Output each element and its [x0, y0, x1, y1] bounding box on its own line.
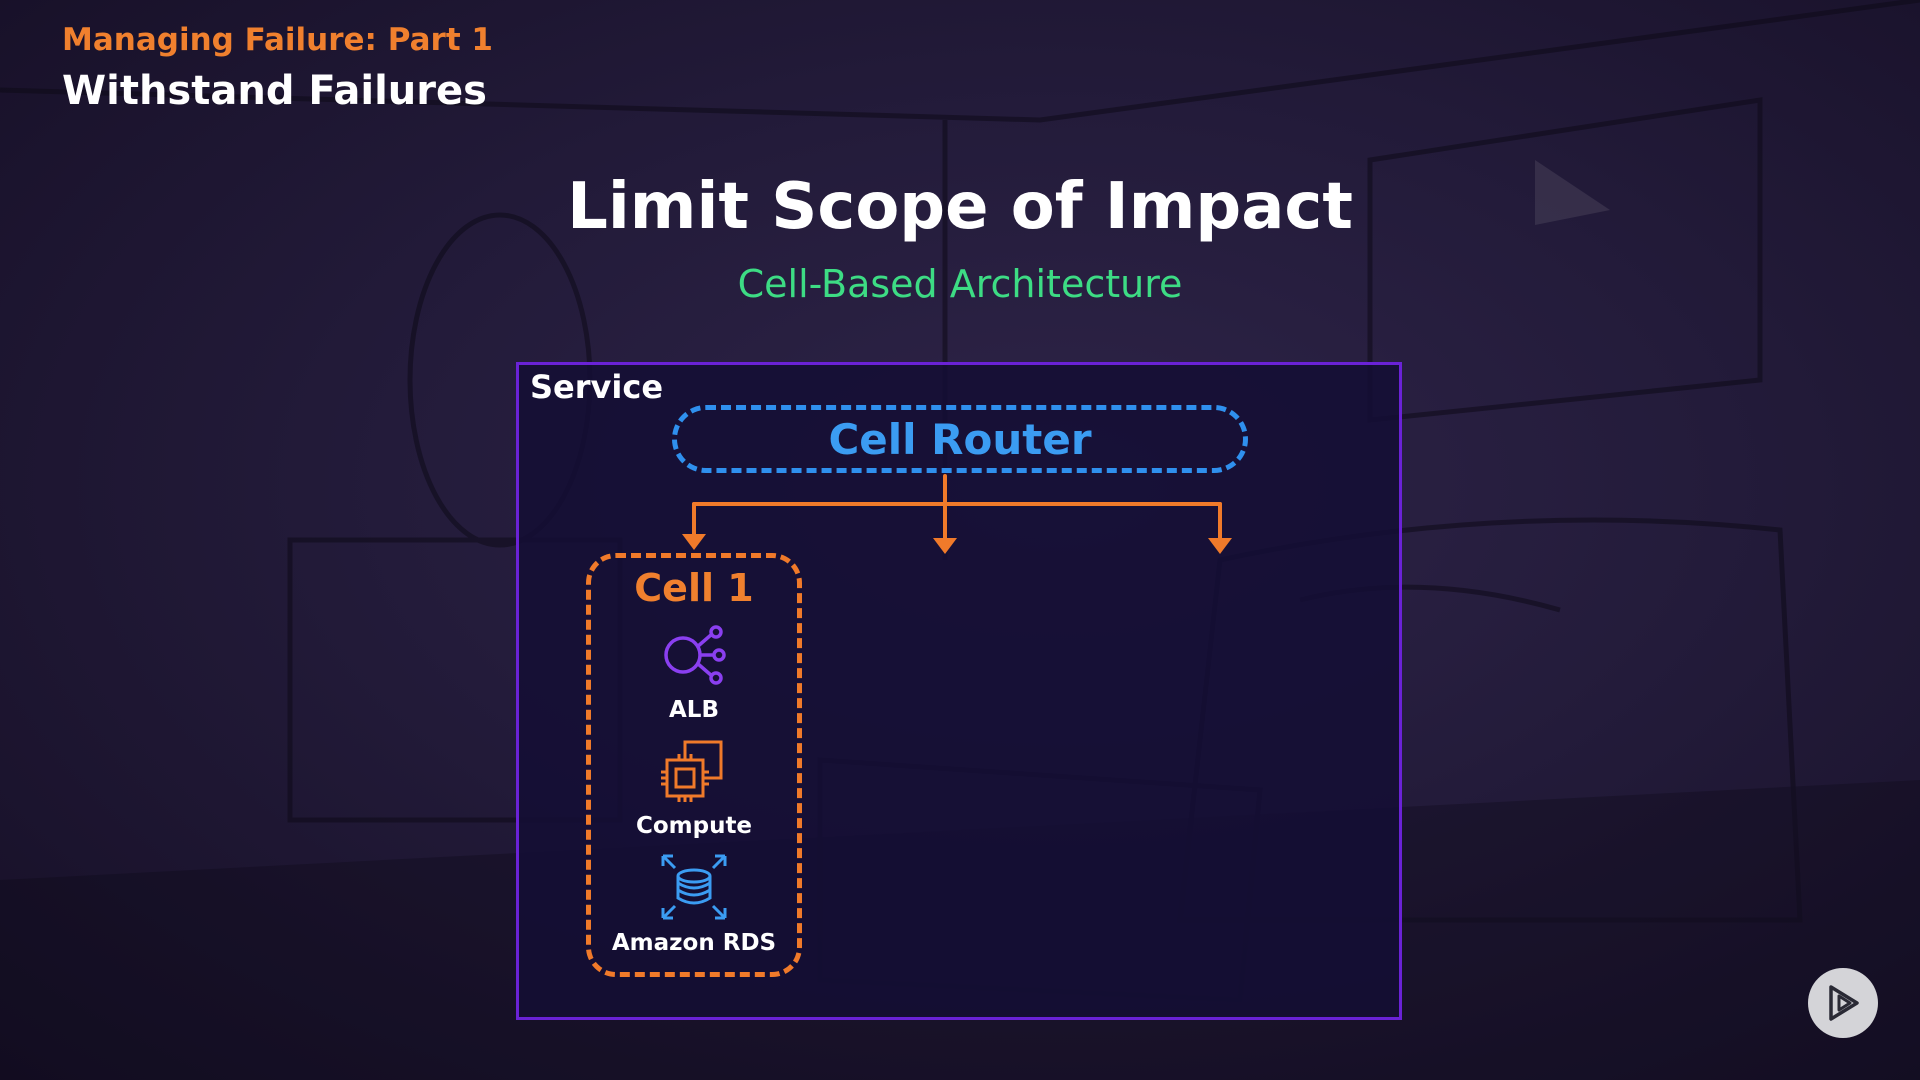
compute-label: Compute — [635, 813, 753, 839]
slide-subtitle: Cell-Based Architecture — [737, 262, 1183, 306]
cell-1-label: Cell 1 — [634, 566, 754, 610]
course-title: Managing Failure: Part 1 — [62, 22, 494, 58]
arrowhead-cell-3 — [1208, 538, 1232, 554]
alb-label: ALB — [669, 697, 719, 723]
service-label: Service — [530, 368, 664, 406]
rds-label: Amazon RDS — [611, 930, 777, 956]
arrowhead-cell-2 — [933, 538, 957, 554]
alb-icon — [664, 625, 726, 685]
slide-title: Limit Scope of Impact — [567, 170, 1353, 244]
rds-database-icon — [661, 854, 727, 920]
arrowhead-cell-1 — [682, 534, 706, 550]
compute-chip-icon — [661, 740, 723, 802]
play-button[interactable] — [1808, 968, 1878, 1038]
play-icon — [1829, 985, 1859, 1021]
cell-router: Cell Router — [672, 405, 1248, 473]
module-title: Withstand Failures — [62, 68, 487, 114]
cell-1-boundary — [586, 553, 802, 977]
cell-router-label: Cell Router — [828, 414, 1092, 464]
